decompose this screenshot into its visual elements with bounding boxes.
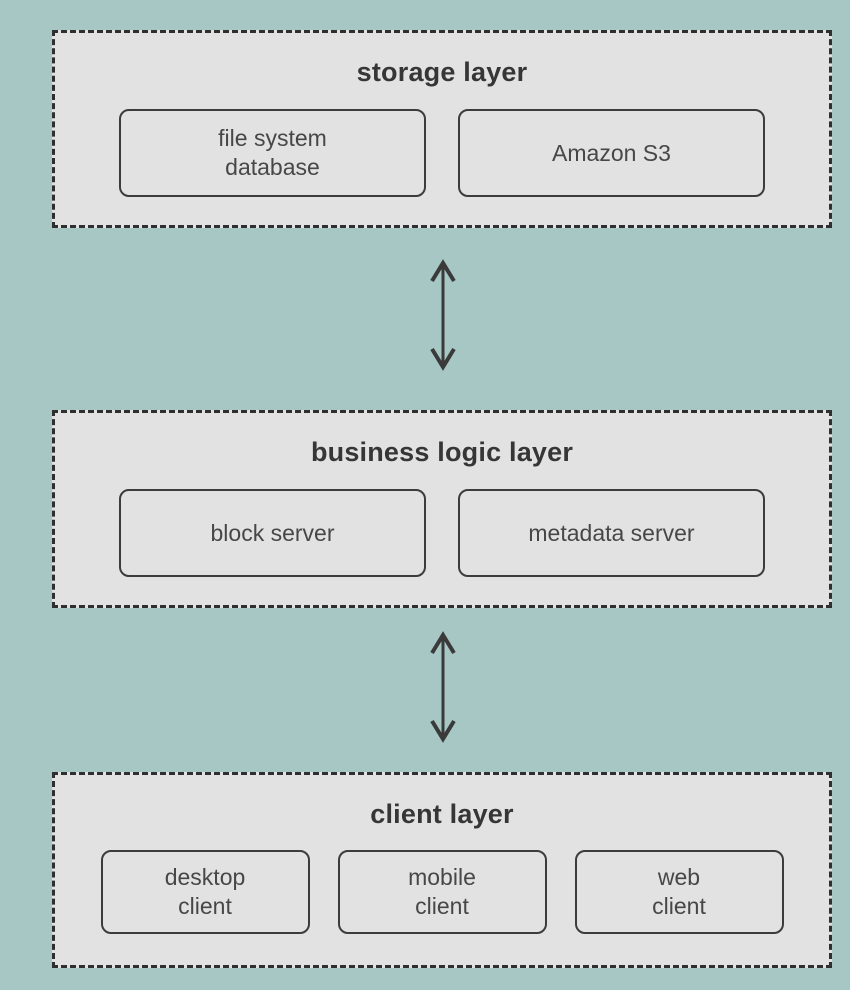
mobile-client-node: mobile client	[337, 850, 547, 934]
block-server-node: block server	[119, 489, 426, 577]
business-logic-layer-title: business logic layer	[310, 437, 574, 467]
storage-layer-box-row: file system database Amazon S3	[55, 109, 829, 197]
client-layer-panel: client layer desktop client mobile clien…	[52, 772, 832, 968]
file-system-database-node: file system database	[119, 109, 426, 197]
business-logic-layer-panel: business logic layer block server metada…	[52, 410, 832, 608]
web-client-node: web client	[574, 850, 784, 934]
client-layer-box-row: desktop client mobile client web client	[55, 850, 829, 934]
metadata-server-node: metadata server	[458, 489, 765, 577]
storage-layer-panel: storage layer file system database Amazo…	[52, 30, 832, 228]
bidirectional-arrow-icon	[430, 631, 456, 743]
amazon-s3-node: Amazon S3	[458, 109, 765, 197]
bidirectional-arrow-icon	[430, 259, 456, 371]
client-layer-title: client layer	[370, 799, 514, 829]
desktop-client-node: desktop client	[100, 850, 310, 934]
storage-layer-title: storage layer	[356, 57, 528, 87]
business-logic-layer-box-row: block server metadata server	[55, 489, 829, 577]
